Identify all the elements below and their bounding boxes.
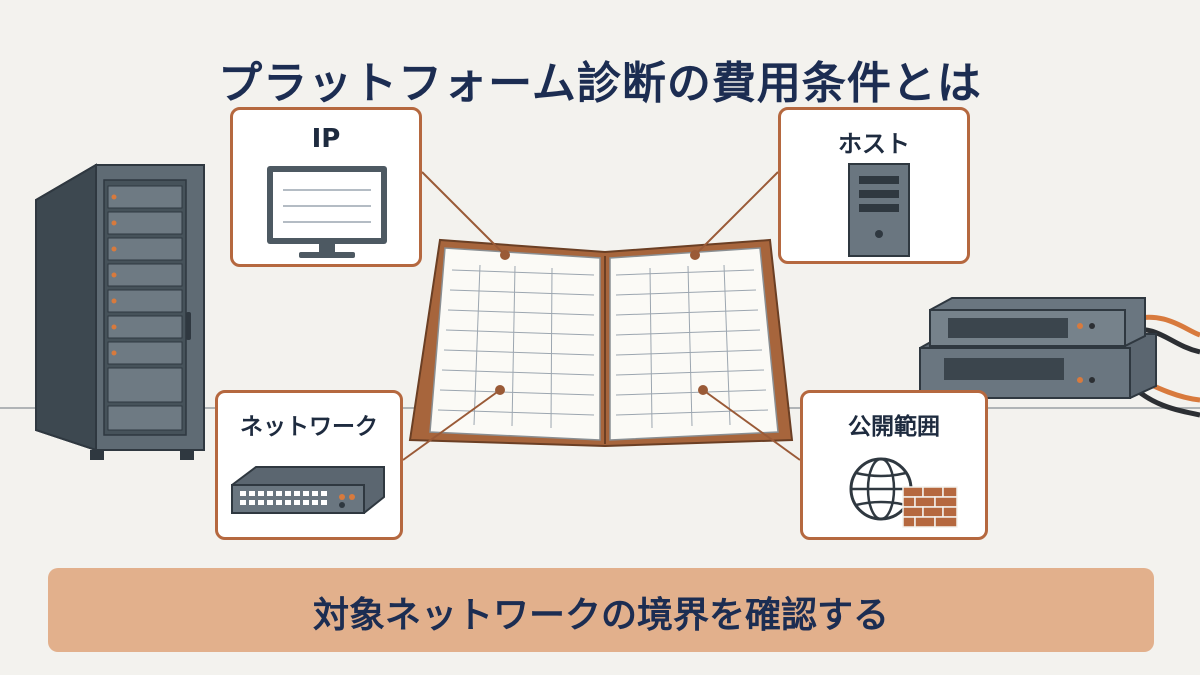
connector-lines [402, 171, 801, 461]
open-book-icon [408, 238, 794, 448]
card-scope: 公開範囲 [800, 390, 988, 540]
globe-firewall-icon [849, 457, 958, 528]
page-title: プラットフォーム診断の費用条件とは [218, 58, 982, 110]
card-ip: IP [230, 107, 422, 267]
card-scope-label: 公開範囲 [848, 414, 940, 440]
summary-banner-text: 対象ネットワークの境界を確認する [312, 595, 889, 636]
card-ip-label: IP [311, 124, 341, 154]
network-switch-stack-icon [919, 297, 1200, 418]
card-host-label: ホスト [838, 130, 910, 158]
server-rack-icon [35, 163, 205, 460]
card-network-label: ネットワーク [240, 414, 378, 440]
summary-banner: 対象ネットワークの境界を確認する [48, 568, 1154, 652]
card-host: ホスト [778, 107, 970, 264]
card-network: ネットワーク [215, 390, 403, 540]
network-switch-icon [231, 466, 385, 514]
monitor-icon [267, 166, 387, 258]
tower-pc-icon [848, 163, 910, 257]
